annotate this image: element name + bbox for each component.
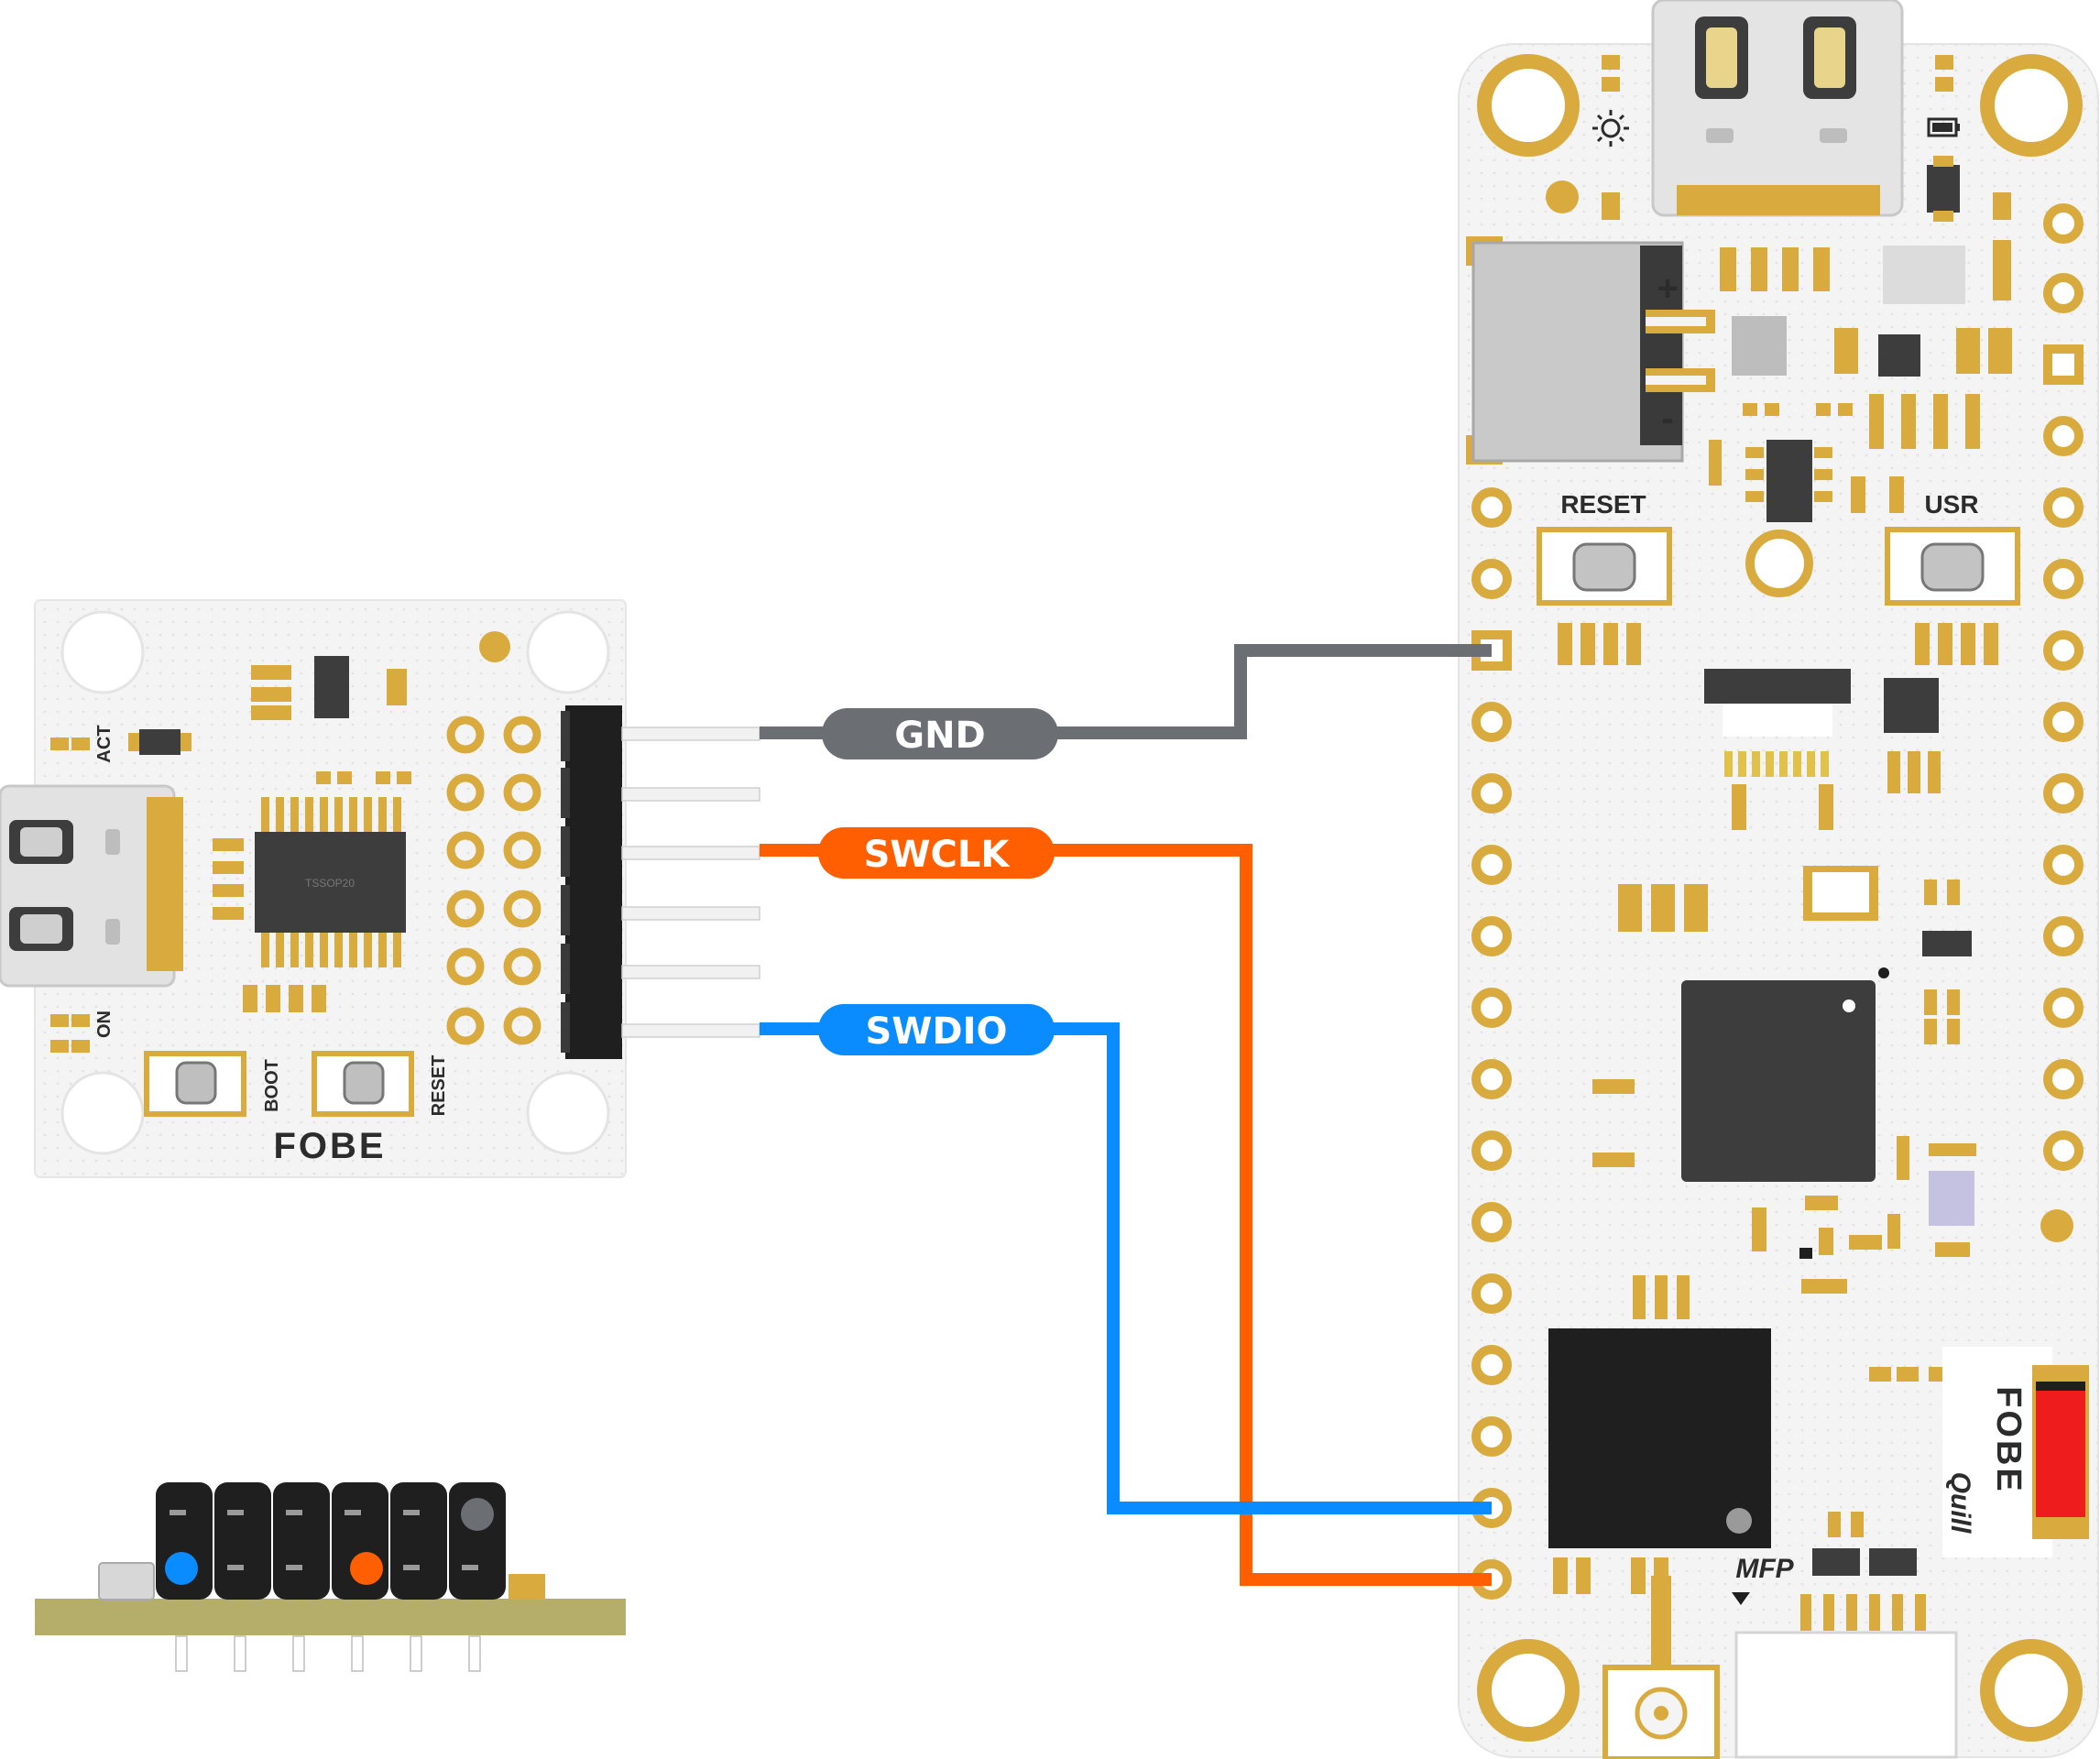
gnd-label-pill: GND bbox=[822, 708, 1058, 759]
boot-button bbox=[144, 1051, 246, 1117]
probe-side-view bbox=[35, 1482, 626, 1672]
target-left-pins bbox=[1471, 487, 1512, 1600]
battery-icon bbox=[1927, 117, 1960, 137]
mfp-label: MFP bbox=[1735, 1554, 1794, 1584]
target-model: Quill bbox=[1945, 1472, 1975, 1534]
swclk-wire bbox=[760, 844, 1492, 1586]
target-board: + - RESET US bbox=[1458, 0, 2099, 1759]
probe-board: ACT ON TSSO bbox=[0, 599, 760, 1178]
on-led-label: ON bbox=[94, 1011, 115, 1038]
antenna-connector bbox=[1602, 1576, 1720, 1759]
swclk-label: SWCLK bbox=[864, 834, 1012, 876]
target-reset-button bbox=[1537, 527, 1672, 606]
act-led-label: ACT bbox=[94, 725, 115, 762]
swclk-label-pill: SWCLK bbox=[818, 827, 1055, 879]
tssop20-chip: TSSOP20 bbox=[255, 797, 406, 967]
target-usr-button bbox=[1885, 527, 2020, 606]
chip-label: TSSOP20 bbox=[305, 877, 355, 890]
battery-plus: + bbox=[1657, 268, 1678, 309]
gnd-pin-marker bbox=[461, 1498, 494, 1531]
battery-minus: - bbox=[1661, 399, 1673, 439]
target-reset-label: RESET bbox=[1560, 490, 1646, 519]
reset-button-probe bbox=[312, 1051, 414, 1117]
usb-c-connector bbox=[0, 784, 183, 988]
target-right-pins bbox=[2043, 203, 2084, 1171]
target-logo: FOBE bbox=[1989, 1386, 2028, 1494]
swdio-label-pill: SWDIO bbox=[818, 1004, 1055, 1055]
flash-chip bbox=[1548, 1328, 1771, 1548]
probe-logo: FOBE bbox=[273, 1126, 386, 1166]
battery-connector bbox=[1466, 236, 1715, 464]
mcu-chip bbox=[1681, 967, 1889, 1182]
target-usr-label: USR bbox=[1924, 490, 1978, 519]
probe-header-pads bbox=[446, 716, 541, 1045]
gnd-label: GND bbox=[894, 715, 986, 757]
swdio-label: SWDIO bbox=[865, 1011, 1007, 1053]
target-usb-c bbox=[1651, 0, 1904, 217]
swclk-pin-marker bbox=[350, 1552, 383, 1585]
red-led bbox=[2032, 1365, 2089, 1539]
boot-label: BOOT bbox=[262, 1059, 282, 1112]
probe-pin-header bbox=[561, 705, 760, 1059]
light-sensor-icon bbox=[1592, 110, 1629, 147]
reset-label-probe: RESET bbox=[429, 1055, 449, 1117]
swdio-pin-marker bbox=[165, 1552, 198, 1585]
swdio-wire bbox=[760, 1022, 1492, 1514]
